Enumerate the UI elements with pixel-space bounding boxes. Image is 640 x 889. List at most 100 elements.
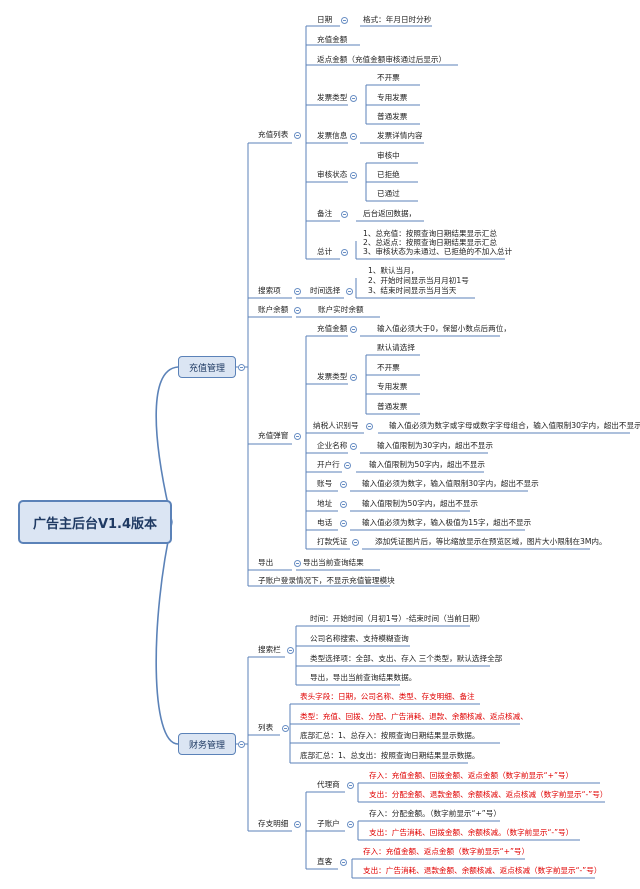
- node-recharge-popup[interactable]: 充值弹窗: [258, 431, 289, 440]
- node-account-note: 输入值必须为数字，输入值限制30字内，超出不显示: [362, 479, 539, 488]
- node-export[interactable]: 导出: [258, 558, 274, 567]
- node-total-note-2: 2、总返点：按照查询日期结果显示汇总: [363, 238, 497, 247]
- collapse-icon[interactable]: [294, 821, 301, 828]
- node-remark-note: 后台返回数据，: [363, 209, 417, 218]
- collapse-icon[interactable]: [366, 423, 373, 430]
- collapse-icon[interactable]: [282, 725, 289, 732]
- node-remark[interactable]: 备注: [317, 209, 333, 218]
- collapse-icon[interactable]: [347, 782, 354, 789]
- node-audit-opt-1: 审核中: [377, 151, 400, 160]
- node-search-item-1: 时间：开始时间（月初1号）-结束时间（当前日期）: [310, 614, 485, 623]
- node-taxpayer-id[interactable]: 纳税人识别号: [313, 421, 359, 430]
- collapse-icon[interactable]: [341, 211, 348, 218]
- node-recharge-management[interactable]: 充值管理: [178, 356, 236, 378]
- node-rebate-amount[interactable]: 返点金额（充值金额审核通过后显示）: [317, 55, 447, 64]
- node-detail[interactable]: 存支明细: [258, 819, 289, 828]
- collapse-icon[interactable]: [238, 741, 245, 748]
- node-audit-opt-3: 已通过: [377, 189, 400, 198]
- node-company-note: 输入值限制为30字内，超出不显示: [377, 441, 493, 450]
- node-total-note-1: 1、总充值：按照查询日期结果显示汇总: [363, 229, 497, 238]
- node-popup-invoice-opt-2: 不开票: [377, 363, 400, 372]
- collapse-icon[interactable]: [294, 307, 301, 314]
- collapse-icon[interactable]: [340, 481, 347, 488]
- node-popup-invoice-type[interactable]: 发票类型: [317, 372, 348, 381]
- node-search-items[interactable]: 搜索项: [258, 286, 281, 295]
- node-invoice-detail: 发票详情内容: [377, 131, 423, 140]
- node-phone-note: 输入值必须为数字，输入极值为15字，超出不显示: [362, 518, 532, 527]
- node-search-item-2: 公司名称搜索、支持模糊查询: [310, 634, 409, 643]
- node-invoice-opt-3: 普通发票: [377, 112, 408, 121]
- collapse-icon[interactable]: [350, 133, 357, 140]
- node-invoice-opt-1: 不开票: [377, 73, 400, 82]
- node-search-bar[interactable]: 搜索栏: [258, 645, 281, 654]
- node-list-header: 表头字段：日期，公司名称、类型、存支明细、备注: [300, 692, 475, 701]
- node-agent-out: 支出：分配金额、退款金额、余额核减、返点核减（数字前显示“-”号）: [369, 790, 608, 799]
- collapse-icon[interactable]: [341, 17, 348, 24]
- node-direct-out: 支出：广告消耗、退款金额、余额核减、返点核减（数字前显示“-”号）: [363, 866, 602, 875]
- collapse-icon[interactable]: [287, 647, 294, 654]
- node-bank-note: 输入值限制为50字内，超出不显示: [369, 460, 485, 469]
- node-list[interactable]: 列表: [258, 723, 274, 732]
- node-subaccount-note: 子账户登录情况下，不显示充值管理模块: [258, 576, 395, 585]
- node-recharge-amount[interactable]: 充值金额: [317, 35, 348, 44]
- node-popup-invoice-opt-4: 普通发票: [377, 402, 408, 411]
- node-audit-opt-2: 已拒绝: [377, 170, 400, 179]
- node-direct[interactable]: 直客: [317, 857, 333, 866]
- node-time-note-3: 3、结束时间显示当月当天: [368, 286, 457, 295]
- collapse-icon[interactable]: [238, 364, 245, 371]
- collapse-icon[interactable]: [350, 172, 357, 179]
- node-account-number[interactable]: 账号: [317, 479, 333, 488]
- node-total-note-3: 3、审核状态为未通过、已拒绝的不加入总计: [363, 247, 513, 256]
- node-phone[interactable]: 电话: [317, 518, 333, 527]
- node-invoice-opt-2: 专用发票: [377, 93, 408, 102]
- node-agent-in: 存入：充值金额、回拨金额、返点金额（数字前显示“+”号）: [369, 771, 574, 780]
- node-time-note-1: 1、默认当月，: [368, 266, 419, 275]
- collapse-icon[interactable]: [294, 132, 301, 139]
- node-subaccount[interactable]: 子账户: [317, 819, 340, 828]
- node-agent[interactable]: 代理商: [317, 780, 340, 789]
- node-popup-invoice-opt-3: 专用发票: [377, 382, 408, 391]
- node-account-balance[interactable]: 账户余额: [258, 305, 289, 314]
- collapse-icon[interactable]: [340, 859, 347, 866]
- node-company-name[interactable]: 企业名称: [317, 441, 348, 450]
- collapse-icon[interactable]: [340, 520, 347, 527]
- collapse-icon[interactable]: [294, 288, 301, 295]
- node-audit-status[interactable]: 审核状态: [317, 170, 348, 179]
- node-address[interactable]: 地址: [317, 499, 333, 508]
- node-payment-voucher[interactable]: 打款凭证: [317, 537, 348, 546]
- node-bank[interactable]: 开户行: [317, 460, 340, 469]
- node-recharge-list[interactable]: 充值列表: [258, 130, 289, 139]
- collapse-icon[interactable]: [350, 374, 357, 381]
- collapse-icon[interactable]: [346, 288, 353, 295]
- node-popup-amount-note: 输入值必须大于0，保留小数点后两位，: [377, 324, 511, 333]
- node-sub-out: 支出：广告消耗、回拨金额、余额核减。（数字前显示“-”号）: [369, 828, 574, 837]
- node-export-note: 导出当前查询结果: [303, 558, 364, 567]
- node-taxpayer-id-note: 输入值必须为数字或字母或数字字母组合，输入值限制30字内，超出不显示: [389, 421, 640, 430]
- collapse-icon[interactable]: [344, 462, 351, 469]
- collapse-icon[interactable]: [352, 539, 359, 546]
- node-address-note: 输入值限制为50字内，超出不显示: [362, 499, 478, 508]
- node-popup-amount[interactable]: 充值金额: [317, 324, 348, 333]
- node-total[interactable]: 总计: [317, 247, 333, 256]
- collapse-icon[interactable]: [350, 326, 357, 333]
- node-time-select[interactable]: 时间选择: [310, 286, 341, 295]
- root-node[interactable]: 广告主后台V1.4版本: [18, 500, 172, 544]
- collapse-icon[interactable]: [294, 560, 301, 567]
- node-date[interactable]: 日期: [317, 15, 333, 24]
- collapse-icon[interactable]: [341, 249, 348, 256]
- collapse-icon[interactable]: [347, 821, 354, 828]
- node-invoice-info[interactable]: 发票信息: [317, 131, 348, 140]
- collapse-icon[interactable]: [350, 95, 357, 102]
- node-time-note-2: 2、开始时间显示当月月初1号: [368, 276, 469, 285]
- node-date-format: 格式：年月日时分秒: [363, 15, 432, 24]
- collapse-icon[interactable]: [294, 433, 301, 440]
- node-finance-management[interactable]: 财务管理: [178, 733, 236, 755]
- node-invoice-type[interactable]: 发票类型: [317, 93, 348, 102]
- node-list-sum-out: 底部汇总：1、总支出：按照查询日期结果显示数据。: [300, 751, 480, 760]
- collapse-icon[interactable]: [350, 443, 357, 450]
- collapse-icon[interactable]: [340, 501, 347, 508]
- node-list-types: 类型：充值、回拨、分配、广告消耗、退款、余额核减、返点核减、: [300, 712, 528, 721]
- node-popup-invoice-opt-1: 默认请选择: [377, 343, 415, 352]
